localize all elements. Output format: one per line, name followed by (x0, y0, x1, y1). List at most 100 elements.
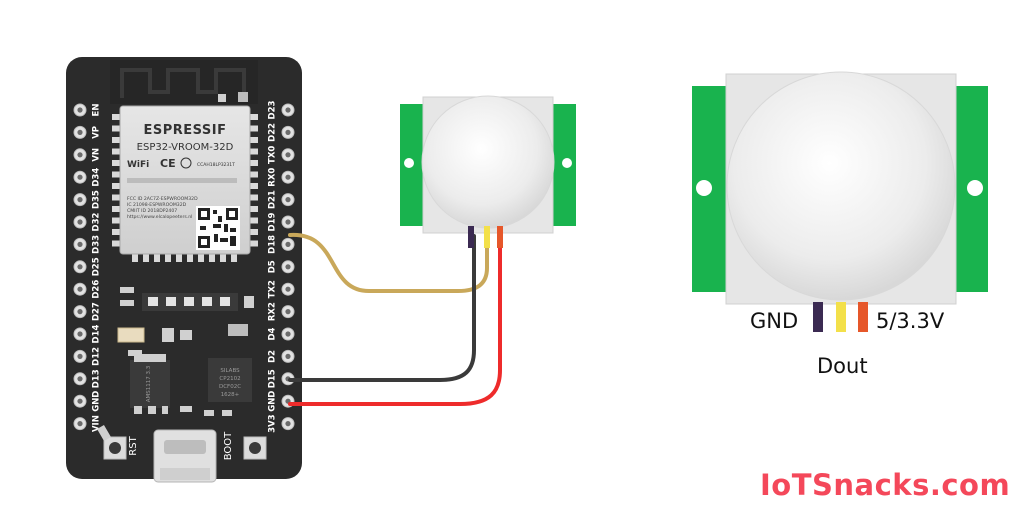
module-pad-left (112, 171, 120, 178)
rst-label: RST (128, 435, 139, 455)
left-pin-label: D35 (92, 190, 102, 209)
micro-usb-port[interactable] (97, 424, 217, 483)
right-pin-label: D21 (268, 190, 278, 209)
module-pins (112, 114, 258, 262)
fcc-line-3: CMIIT ID 2018DP2407 (127, 208, 177, 214)
pir-small-lens (421, 95, 555, 229)
left-pin-label: D14 (92, 324, 102, 343)
module-pad-right (250, 114, 258, 120)
left-pin-label: D32 (92, 212, 102, 231)
left-pin-hole (77, 197, 83, 203)
module-pad-bottom (220, 254, 226, 262)
right-pin-label: D22 (268, 123, 278, 142)
right-pin-hole (285, 353, 291, 359)
left-pin-label: D12 (92, 347, 102, 366)
pir-small-hole-left (404, 158, 414, 168)
right-pin-hole (285, 241, 291, 247)
module-label-line (127, 178, 237, 183)
left-pin-hole (77, 331, 83, 337)
module-pad-left (112, 183, 120, 189)
module-pad-left (112, 114, 120, 120)
module-pad-right (250, 160, 258, 166)
module-pad-bottom (165, 254, 171, 262)
pir-large-lens (726, 71, 956, 301)
ce-mark: CE (160, 157, 176, 170)
left-pin-label: D26 (92, 280, 102, 299)
left-pin-hole (77, 264, 83, 270)
module-pad-left (112, 148, 120, 155)
right-header-pins: D23D22TX0RX0D21D19D18D5TX2RX2D4D2D15GND3… (268, 100, 295, 433)
pir-small-pin-gnd (468, 226, 474, 248)
right-pin-hole (285, 197, 291, 203)
module-pad-left (112, 217, 120, 224)
voltage-regulator (130, 360, 170, 408)
pir-large-hole-left (696, 180, 712, 196)
pir-sensor-small (400, 95, 576, 248)
usb-chip-line-2: CP2102 (219, 376, 240, 382)
right-pin-label: D19 (268, 212, 278, 231)
right-pin-label: D23 (268, 100, 278, 119)
module-model: ESP32-VROOM-32D (137, 142, 234, 153)
right-pin-label: D5 (268, 260, 278, 273)
right-pin-label: D15 (268, 369, 278, 388)
cert-code: CCAH18LP3231T (197, 162, 235, 168)
pir-small-hole-right (562, 158, 572, 168)
regulator-label: AMS1117 3.3 (146, 365, 152, 402)
pir-small-pin-dout (484, 226, 490, 248)
left-pin-label: GND (92, 391, 102, 412)
label-gnd: GND (750, 309, 799, 333)
qr-code (196, 206, 240, 250)
right-pin-hole (285, 152, 291, 158)
left-pin-hole (77, 353, 83, 359)
left-pin-label: D33 (92, 235, 102, 254)
left-pin-label: D25 (92, 257, 102, 276)
right-pin-label: GND (268, 391, 278, 412)
rst-button[interactable]: RST (103, 435, 139, 460)
module-brand: ESPRESSIF (143, 123, 226, 138)
left-pin-hole (77, 421, 83, 427)
module-pad-bottom (143, 254, 149, 262)
left-pin-hole (77, 152, 83, 158)
right-pin-hole (285, 331, 291, 337)
right-pin-label: RX0 (268, 168, 278, 187)
left-pin-hole (77, 398, 83, 404)
module-pad-right (250, 137, 258, 143)
module-pad-right (250, 125, 258, 132)
pir-large-pin-gnd (813, 302, 823, 332)
pir-sensor-large (692, 71, 988, 332)
module-pad-right (250, 183, 258, 189)
left-pin-hole (77, 129, 83, 135)
boot-button[interactable]: BOOT (223, 431, 267, 460)
module-pad-bottom (209, 254, 215, 262)
right-pin-hole (285, 264, 291, 270)
left-pin-hole (77, 174, 83, 180)
wire-d18-dout (288, 232, 489, 294)
left-pin-hole (77, 309, 83, 315)
left-pin-label: VIN (92, 415, 102, 432)
pir-small-pin-vcc (497, 226, 503, 248)
right-pin-label: D18 (268, 235, 278, 254)
boot-label: BOOT (223, 431, 234, 460)
pir-large-pin-dout (836, 302, 846, 332)
usb-chip-line-3: DCF02C (219, 384, 241, 390)
usb-chip-line-1: SILABS (220, 368, 240, 374)
left-pin-label: VN (92, 148, 102, 162)
right-pin-hole (285, 174, 291, 180)
module-pad-left (112, 240, 120, 247)
module-pad-right (250, 217, 258, 224)
fcc-line-1: FCC ID 2AC7Z-ESPWROOM32D (127, 196, 198, 202)
left-pin-hole (77, 286, 83, 292)
wifi-logo: WiFi (127, 160, 149, 170)
module-pad-left (112, 229, 120, 235)
module-pad-left (112, 125, 120, 132)
board-components: AMS1117 3.3 SILABS CP2102 DCF02C 1628+ (117, 287, 254, 416)
module-pad-bottom (176, 254, 182, 262)
wire-gnd (288, 234, 476, 382)
module-pad-right (250, 148, 258, 155)
watermark-brand: IoTSnacks.com (760, 468, 1011, 502)
usb-chip-line-4: 1628+ (221, 392, 240, 398)
right-pin-hole (285, 107, 291, 113)
module-pad-right (250, 206, 258, 212)
module-pad-right (250, 240, 258, 247)
